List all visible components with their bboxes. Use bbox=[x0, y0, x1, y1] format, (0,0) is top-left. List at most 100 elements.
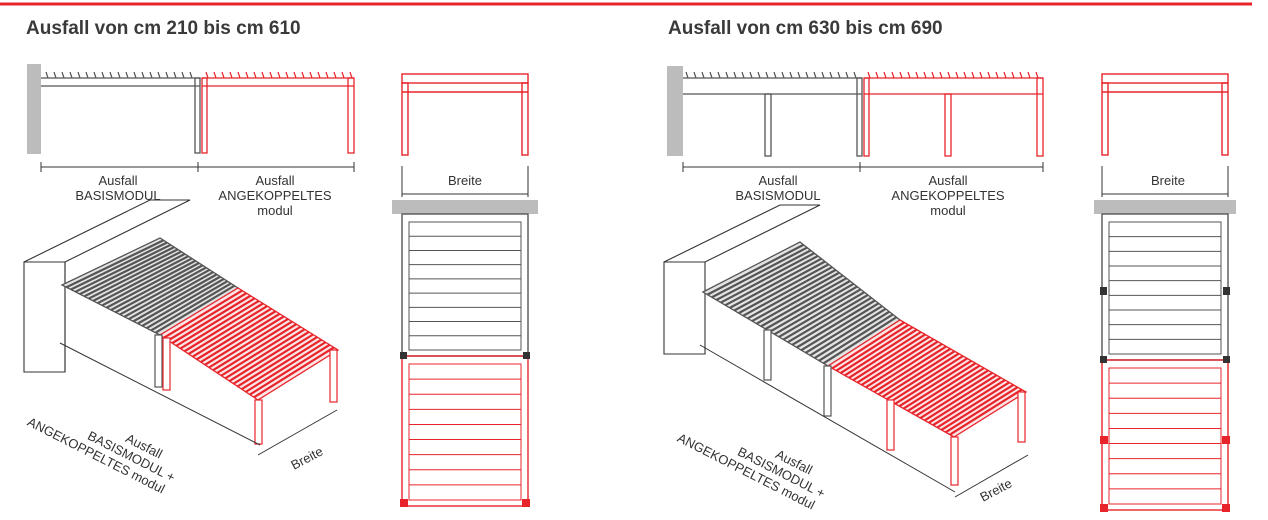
iso-slat bbox=[773, 285, 858, 336]
iso-slat bbox=[171, 294, 252, 345]
iso-slat bbox=[848, 331, 922, 379]
iso-slat bbox=[150, 282, 232, 332]
iso-slat bbox=[88, 250, 182, 300]
iso-slat bbox=[249, 343, 331, 396]
louvre-tick bbox=[971, 71, 975, 79]
side-label-angekoppeltes: ANGEKOPPELTES bbox=[218, 188, 332, 203]
right-plan-view bbox=[1094, 200, 1236, 512]
side-label-modul: modul bbox=[930, 203, 966, 218]
iso-slat bbox=[192, 307, 272, 358]
iso-slat bbox=[110, 262, 200, 311]
iso-slat bbox=[729, 257, 822, 309]
iso-slat bbox=[212, 320, 293, 372]
iso-slat bbox=[216, 323, 297, 374]
iso-slat bbox=[778, 288, 862, 338]
iso-slat bbox=[65, 239, 165, 289]
iso-slat bbox=[715, 249, 812, 301]
iso-slat bbox=[840, 326, 914, 375]
iso-slat bbox=[128, 271, 214, 321]
louvre-tick bbox=[109, 71, 113, 79]
iso-slat bbox=[945, 386, 1019, 434]
left-panel-title: Ausfall von cm 210 bis cm 610 bbox=[26, 18, 301, 39]
louvre-tick bbox=[749, 71, 753, 79]
iso-slat bbox=[179, 299, 260, 350]
louvre-tick bbox=[53, 71, 57, 79]
louvre-tick bbox=[221, 71, 225, 79]
louvre-tick bbox=[229, 71, 233, 79]
iso-slat bbox=[814, 310, 890, 360]
iso-slat bbox=[890, 355, 964, 403]
louvre-tick bbox=[883, 71, 887, 79]
side-label-modul: modul bbox=[257, 203, 293, 218]
louvre-tick bbox=[181, 71, 185, 79]
louvre-tick bbox=[301, 71, 305, 79]
iso-slat bbox=[123, 268, 211, 318]
iso-slat bbox=[196, 310, 277, 361]
right-front-view bbox=[1101, 73, 1229, 197]
iso-slat bbox=[237, 336, 318, 388]
louvre-tick bbox=[61, 71, 65, 79]
louvre-tick bbox=[333, 71, 337, 79]
louvre-tick bbox=[125, 71, 129, 79]
louvre-tick bbox=[317, 71, 321, 79]
left-front-view bbox=[401, 73, 529, 197]
iso-width-label-breite: Breite bbox=[288, 443, 325, 472]
iso-slat bbox=[787, 293, 869, 344]
louvre-tick bbox=[1027, 71, 1031, 79]
iso-slat bbox=[146, 280, 228, 330]
iso-slat bbox=[232, 333, 314, 385]
iso-slat bbox=[782, 291, 865, 341]
louvre-tick bbox=[979, 71, 983, 79]
iso-slat bbox=[220, 325, 302, 377]
iso-slat bbox=[70, 241, 168, 291]
iso-slat bbox=[818, 313, 894, 362]
iso-slat bbox=[856, 335, 930, 384]
iso-slat bbox=[208, 318, 289, 369]
iso-slat bbox=[852, 333, 926, 382]
iso-slat bbox=[738, 263, 830, 315]
louvre-tick bbox=[939, 71, 943, 79]
base-louvres bbox=[45, 71, 193, 79]
iso-slat bbox=[742, 266, 833, 317]
louvre-tick bbox=[1035, 71, 1039, 79]
louvre-tick bbox=[1011, 71, 1015, 79]
side-label-ausfall-coupled: Ausfall bbox=[928, 173, 967, 188]
iso-slat bbox=[769, 282, 855, 333]
wall-strip bbox=[1094, 200, 1236, 214]
side-label-ausfall-base: Ausfall bbox=[98, 173, 137, 188]
louvre-tick bbox=[685, 71, 689, 79]
louvre-tick bbox=[285, 71, 289, 79]
louvre-tick bbox=[853, 71, 857, 79]
side-label-ausfall-coupled: Ausfall bbox=[255, 173, 294, 188]
louvre-tick bbox=[875, 71, 879, 79]
iso-slat bbox=[224, 328, 306, 380]
iso-slat bbox=[154, 284, 236, 334]
left-iso-view bbox=[23, 199, 340, 456]
louvre-tick bbox=[741, 71, 745, 79]
iso-slat bbox=[720, 252, 815, 304]
iso-slat bbox=[132, 273, 218, 323]
iso-slat bbox=[751, 271, 840, 323]
iso-slat bbox=[760, 277, 847, 328]
iso-slat bbox=[163, 289, 243, 339]
louvre-tick bbox=[141, 71, 145, 79]
louvre-tick bbox=[157, 71, 161, 79]
louvre-tick bbox=[149, 71, 153, 79]
iso-slat bbox=[106, 259, 196, 309]
iso-slat bbox=[101, 257, 193, 307]
iso-slat bbox=[800, 302, 880, 352]
louvre-tick bbox=[293, 71, 297, 79]
louvre-tick bbox=[757, 71, 761, 79]
iso-slat bbox=[861, 338, 935, 386]
iso-slat bbox=[733, 260, 826, 312]
louvre-tick bbox=[725, 71, 729, 79]
louvre-tick bbox=[781, 71, 785, 79]
iso-slat bbox=[932, 379, 1006, 427]
iso-slat bbox=[241, 338, 322, 391]
iso-slat bbox=[877, 347, 951, 396]
louvre-tick bbox=[891, 71, 895, 79]
louvre-tick bbox=[963, 71, 967, 79]
iso-slat bbox=[114, 264, 204, 314]
iso-slat bbox=[706, 243, 805, 296]
